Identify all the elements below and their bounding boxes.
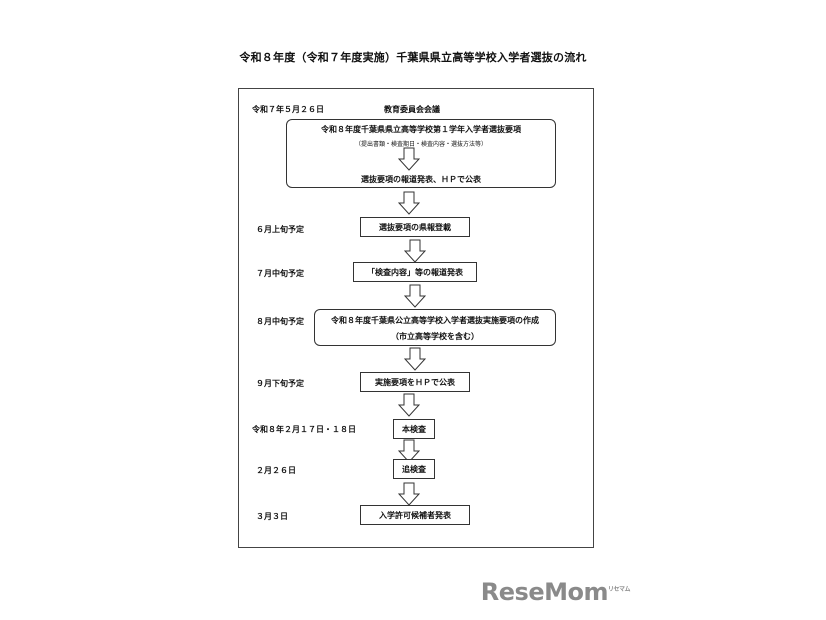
logo-subtext: リセマム — [607, 586, 631, 593]
arrow-down-icon — [398, 482, 420, 506]
implementation-guidelines-box: 令和８年度千葉県公立高等学校入学者選抜実施要項の作成 （市立高等学校を含む） — [314, 309, 556, 346]
arrow-down-icon — [404, 239, 426, 263]
admission-announcement-box: 入学許可候補者発表 — [360, 505, 470, 525]
implementation-title: 令和８年度千葉県公立高等学校入学者選抜実施要項の作成 — [331, 316, 539, 325]
publish-box: 実施要項をＨＰで公表 — [360, 372, 470, 392]
main-exam-box: 本検査 — [393, 419, 435, 439]
arrow-down-icon — [404, 347, 426, 371]
guidelines-details: （提出書類・検査期日・検査内容・選抜方法等） — [354, 141, 487, 148]
supplementary-exam-box: 追検査 — [393, 459, 435, 479]
guidelines-announcement: 選抜要項の報道発表、ＨＰで公表 — [361, 175, 481, 184]
board-meeting-heading: 教育委員会会議 — [384, 105, 440, 114]
date-early-june: ６月上旬予定 — [256, 225, 304, 234]
arrow-down-icon — [398, 191, 420, 215]
date-late-september: ９月下旬予定 — [256, 379, 304, 388]
exam-content-box: 「検査内容」等の報道発表 — [353, 262, 477, 282]
gazette-box: 選抜要項の県報登載 — [360, 217, 470, 237]
selection-guidelines-box: 令和８年度千葉県県立高等学校第１学年入学者選抜要項 （提出書類・検査期日・検査内… — [286, 119, 556, 188]
implementation-note: （市立高等学校を含む） — [391, 332, 479, 341]
guidelines-title: 令和８年度千葉県県立高等学校第１学年入学者選抜要項 — [321, 125, 521, 134]
arrow-down-icon — [398, 147, 420, 171]
date-may-26: 令和７年５月２６日 — [252, 105, 324, 114]
arrow-down-icon — [398, 439, 420, 463]
arrow-down-icon — [398, 393, 420, 417]
flow-frame — [238, 88, 594, 548]
page-title: 令和８年度（令和７年度実施）千葉県県立高等学校入学者選抜の流れ — [239, 51, 587, 64]
resemom-logo: ReseMomリセマム — [480, 578, 631, 606]
date-mid-august: ８月中旬予定 — [256, 317, 304, 326]
date-feb-26: ２月２６日 — [256, 466, 296, 475]
logo-text: ReseMom — [480, 578, 609, 606]
arrow-down-icon — [404, 284, 426, 308]
date-feb-17-18: 令和８年２月１７日・１８日 — [252, 425, 356, 434]
date-mid-july: ７月中旬予定 — [256, 269, 304, 278]
date-mar-3: ３月３日 — [256, 512, 288, 521]
